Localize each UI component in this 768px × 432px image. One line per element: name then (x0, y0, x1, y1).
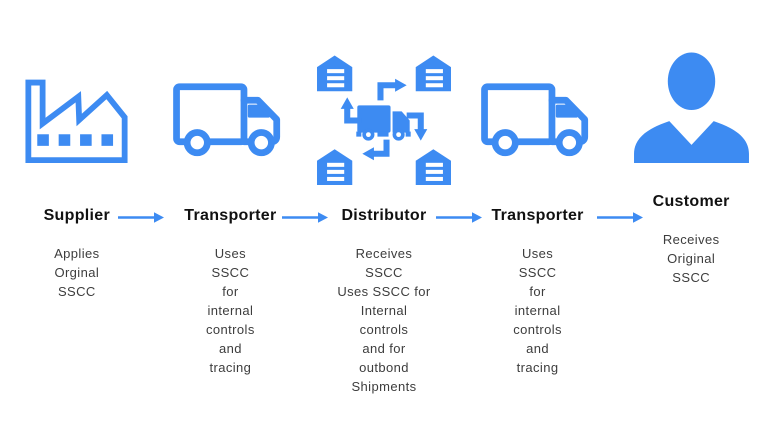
center-truck-glyph (356, 105, 411, 141)
stage-label: Supplier (43, 207, 110, 224)
stage-label: Distributor (341, 207, 427, 224)
stage-transporter-1: Transporter Uses SSCC for internal contr… (154, 0, 308, 432)
down-arrow-icon (406, 112, 428, 141)
warehouse-glyph (415, 55, 451, 92)
right-arrow-icon (377, 78, 407, 101)
warehouse-glyph (415, 149, 451, 185)
warehouse-glyph (316, 149, 353, 185)
stage-label: Transporter (491, 207, 584, 224)
stage-description: Receives Original SSCC (662, 232, 720, 285)
stage-transporter-2: Transporter Uses SSCC for internal contr… (461, 0, 615, 432)
person-icon (631, 31, 752, 181)
stage-description: Uses SSCC for internal controls and trac… (206, 246, 255, 375)
stage-distributor: Distributor Receives SSCC Uses SSCC for … (307, 0, 461, 432)
stage-description: Uses SSCC for internal controls and trac… (513, 246, 562, 375)
flow-right-arrow-icon (597, 212, 643, 223)
stage-supplier: Supplier Applies Orginal SSCC (0, 0, 154, 432)
stage-description: Applies Orginal SSCC (54, 246, 100, 299)
truck-icon (172, 45, 288, 195)
flow-right-arrow-icon (436, 212, 482, 223)
flow-right-arrow-icon (118, 212, 164, 223)
stage-label: Customer (652, 193, 730, 210)
distribution-network-icon (316, 45, 452, 195)
flow-right-arrow-icon (282, 212, 328, 223)
warehouse-glyph (316, 55, 353, 92)
stage-customer: Customer Receives Original SSCC (614, 0, 768, 432)
truck-icon (480, 45, 596, 195)
up-arrow-icon (340, 97, 362, 124)
factory-icon (23, 45, 130, 195)
stage-label: Transporter (184, 207, 277, 224)
left-arrow-icon (362, 139, 390, 161)
stage-description: Receives SSCC Uses SSCC for Internal con… (337, 246, 431, 394)
